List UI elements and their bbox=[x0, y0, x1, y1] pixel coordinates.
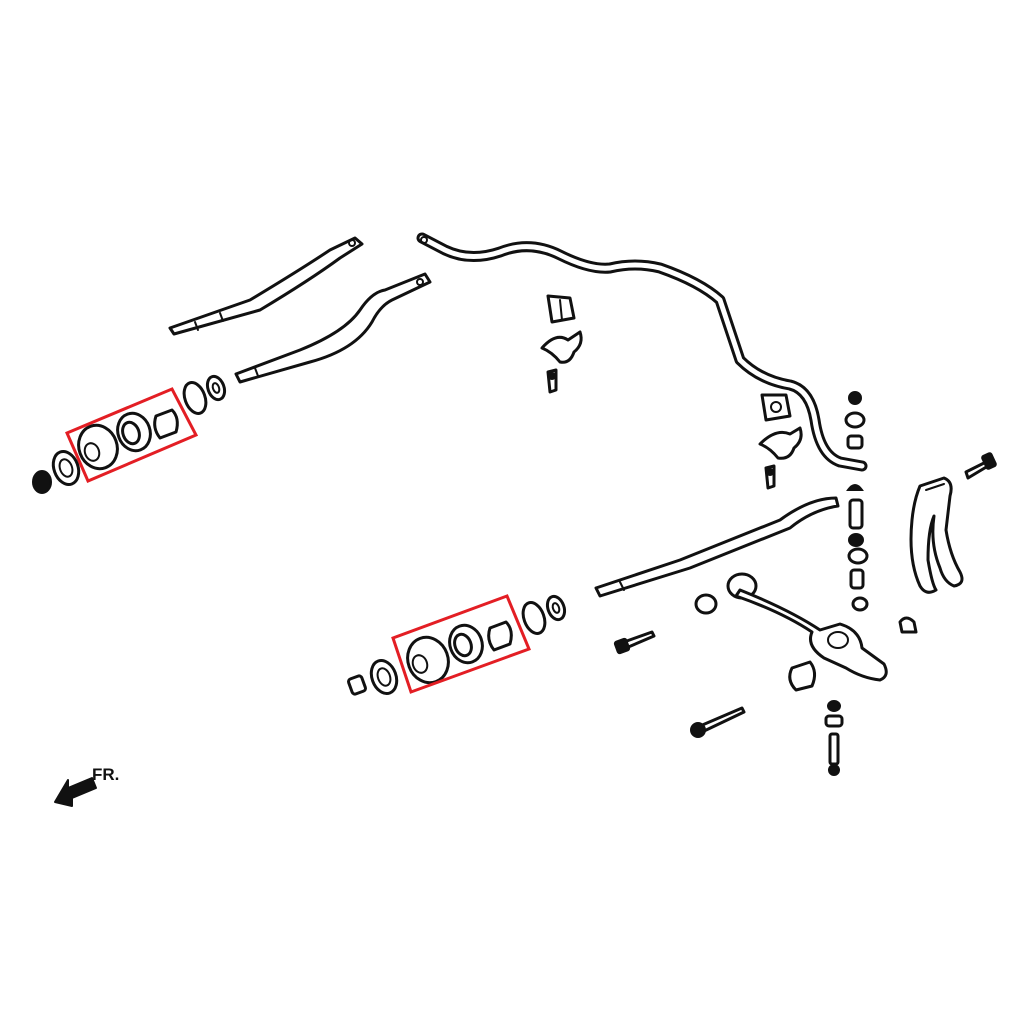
bar-mount-bolt-2 bbox=[764, 464, 776, 490]
lower-end-nut bbox=[347, 674, 367, 696]
lower-bolt-stack bbox=[824, 700, 844, 776]
direction-indicator: FR. bbox=[54, 765, 119, 807]
bar-mount-bolt-1 bbox=[546, 368, 558, 394]
arm-bushing-front bbox=[694, 593, 718, 615]
arm-bushing-rear bbox=[788, 660, 817, 692]
lower-radius-rod bbox=[594, 496, 840, 598]
left-end-washer bbox=[51, 450, 81, 486]
arm-bolt-1 bbox=[613, 630, 656, 655]
bar-mount-bushing-2 bbox=[760, 393, 792, 422]
lower-bushing-sleeve bbox=[487, 620, 513, 652]
lower-control-arm bbox=[726, 572, 888, 682]
lower-bushing-highlight bbox=[391, 594, 531, 694]
arm-bushing-side bbox=[898, 616, 918, 634]
knuckle-bolt bbox=[964, 452, 997, 480]
lower-washers bbox=[521, 594, 567, 635]
upper-radius-rod bbox=[168, 236, 364, 336]
left-radius-rod bbox=[234, 272, 432, 384]
bar-mount-bracket-1 bbox=[540, 330, 583, 364]
left-bushing-highlight bbox=[65, 387, 199, 483]
left-end-nut bbox=[32, 470, 52, 494]
bar-mount-bushing-1 bbox=[546, 294, 576, 324]
arrow-left-icon bbox=[54, 777, 97, 807]
bar-mount-bracket-2 bbox=[758, 426, 803, 460]
end-link-stack bbox=[844, 391, 869, 612]
lower-end-washer bbox=[369, 659, 399, 695]
lower-bushing-group bbox=[406, 620, 513, 685]
left-washers bbox=[182, 374, 227, 415]
direction-label: FR. bbox=[92, 765, 119, 784]
stabilizer-bar bbox=[416, 232, 868, 472]
left-bushing-group bbox=[77, 408, 179, 471]
fork-bracket bbox=[909, 476, 964, 594]
arm-bolt-2 bbox=[690, 706, 746, 738]
left-bushing-sleeve bbox=[153, 408, 179, 440]
